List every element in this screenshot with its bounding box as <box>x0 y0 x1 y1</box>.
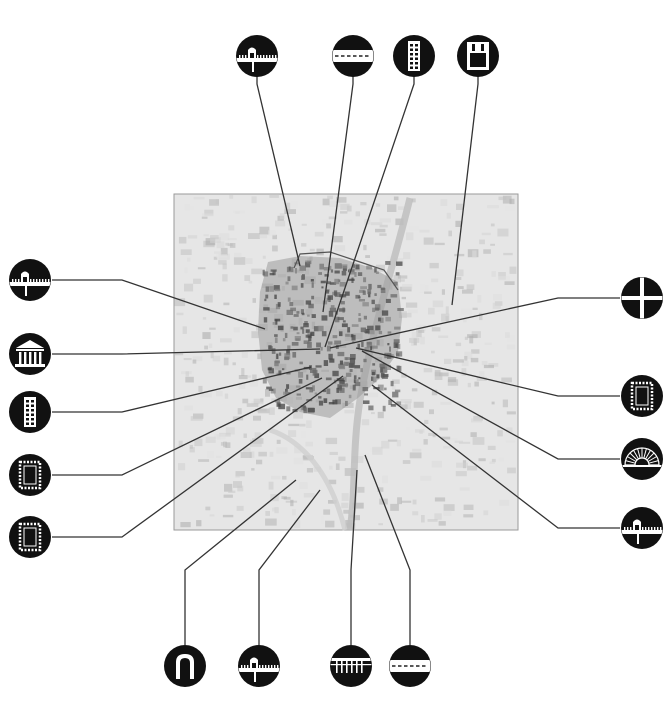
leader-line-top-2 <box>322 76 354 313</box>
aqueduct-icon <box>330 645 372 687</box>
leader-line-right-2 <box>355 347 620 397</box>
leader-line-left-5 <box>52 375 344 538</box>
leader-line-top-4 <box>451 76 479 306</box>
leader-line-bottom-1 <box>184 479 297 645</box>
leader-line-left-3 <box>52 366 312 413</box>
leader-line-left-2 <box>52 348 321 355</box>
temple-icon <box>9 333 51 375</box>
city-map <box>173 193 519 531</box>
leader-line-left-4 <box>52 377 323 476</box>
wall-gate-icon <box>9 259 51 301</box>
leader-line-bottom-4 <box>364 454 411 645</box>
arch-icon <box>164 645 206 687</box>
leader-line-right-4 <box>371 384 620 529</box>
crossroads-icon <box>621 277 663 319</box>
tower-icon <box>393 35 435 77</box>
wall-gate-icon <box>238 645 280 687</box>
theatre-icon <box>621 438 663 480</box>
tower-icon <box>9 391 51 433</box>
monument-icons <box>9 35 663 687</box>
frame-icon <box>9 516 51 558</box>
wall-gate-icon <box>621 507 663 549</box>
leader-line-top-1 <box>256 76 301 267</box>
block-plan-icon <box>457 35 499 77</box>
leader-line-right-3 <box>361 350 620 460</box>
leader-line-left-1 <box>52 279 266 330</box>
leader-line-bottom-2 <box>258 489 321 645</box>
leader-line-right-1 <box>329 297 620 349</box>
leader-line-bottom-3 <box>350 469 358 645</box>
road-icon <box>389 645 431 687</box>
road-icon <box>332 35 374 77</box>
leader-lines <box>52 76 620 645</box>
frame-icon <box>621 375 663 417</box>
city-wall <box>293 251 399 291</box>
wall-gate-icon <box>236 35 278 77</box>
frame-icon <box>9 454 51 496</box>
leader-line-top-3 <box>324 76 415 348</box>
river-branch <box>269 427 348 531</box>
